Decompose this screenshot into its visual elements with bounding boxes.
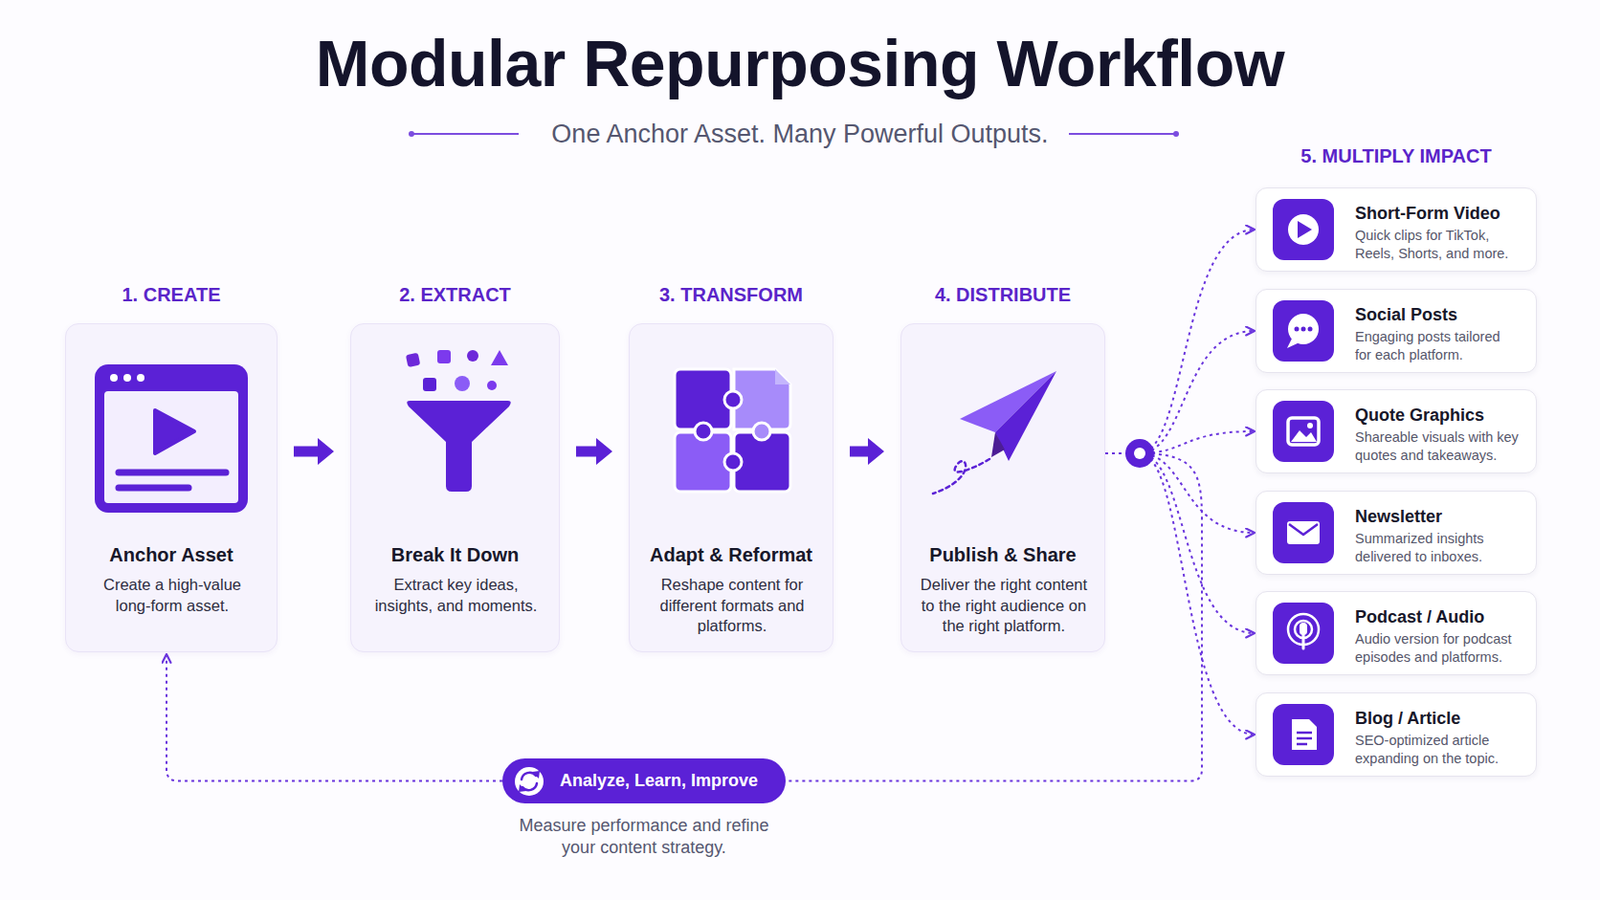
card-title: Blog / Article: [1355, 708, 1461, 730]
output-card: Social PostsEngaging posts tailored for …: [1255, 288, 1537, 374]
box-description: Extract key ideas, insights, and moments…: [367, 575, 546, 617]
hub-center: [1133, 447, 1146, 460]
output-card: Podcast / AudioAudio version for podcast…: [1255, 591, 1537, 676]
step-heading: 3. TRANSFORM: [591, 282, 871, 308]
box-description: Create a high-value long-form asset.: [90, 575, 254, 617]
card-title: Short-Form Video: [1355, 202, 1501, 224]
card-title: Social Posts: [1355, 304, 1458, 326]
step-heading: 2. EXTRACT: [312, 282, 598, 308]
section-heading: 5. MULTIPLY IMPACT: [1252, 143, 1540, 169]
dashed-connector: [1105, 331, 1255, 454]
output-card: Quote GraphicsShareable visuals with key…: [1255, 389, 1537, 474]
feedback-pill: Analyze, Learn, ImproveMeasure performan…: [502, 758, 786, 804]
card-title: Podcast / Audio: [1355, 606, 1485, 628]
flow-arrow: [849, 438, 885, 466]
split-hub: [1125, 439, 1155, 468]
dashed-connector: [1105, 229, 1255, 454]
process-box: 2. EXTRACTBreak It DownExtract key ideas…: [350, 323, 560, 653]
output-card: Short-Form VideoQuick clips for TikTok, …: [1255, 187, 1537, 272]
output-card: NewsletterSummarized insights delivered …: [1255, 490, 1537, 576]
subtitle-rule: [1068, 133, 1177, 135]
dashed-connector: [1105, 453, 1255, 534]
process-box: 3. TRANSFORMAdapt & ReformatReshape cont…: [628, 323, 834, 653]
box-title: Adapt & Reformat: [629, 543, 833, 567]
subtitle: One Anchor Asset. Many Powerful Outputs.: [512, 118, 1088, 150]
rule-dot: [1173, 131, 1179, 137]
card-description: Summarized insights delivered to inboxes…: [1355, 530, 1516, 567]
card-description: SEO-optimized article expanding on the t…: [1355, 732, 1524, 769]
card-description: Shareable visuals with key quotes and ta…: [1355, 428, 1524, 466]
box-title: Anchor Asset: [66, 543, 277, 567]
card-description: Audio version for podcast episodes and p…: [1355, 630, 1524, 667]
process-box: 4. DISTRIBUTEPublish & ShareDeliver the …: [900, 323, 1106, 653]
dashed-connector: [1105, 453, 1255, 735]
pill-note: Measure performance and refine your cont…: [510, 815, 778, 860]
box-title: Publish & Share: [901, 543, 1105, 567]
step-heading: 4. DISTRIBUTE: [863, 282, 1143, 308]
card-description: Engaging posts tailored for each platfor…: [1355, 328, 1516, 365]
subtitle-rule: [411, 133, 519, 135]
process-box: 1. CREATEAnchor AssetCreate a high-value…: [65, 323, 278, 653]
output-card: Blog / ArticleSEO-optimized article expa…: [1255, 692, 1537, 778]
rule-dot: [408, 131, 415, 137]
card-title: Newsletter: [1355, 506, 1443, 528]
flow-arrow: [293, 438, 334, 466]
box-description: Deliver the right content to the right a…: [912, 575, 1095, 638]
diagram-title: Modular Repurposing Workflow: [0, 24, 1600, 102]
box-description: Reshape content for different formats an…: [643, 575, 822, 638]
flow-arrow: [576, 438, 613, 466]
pill-label: Analyze, Learn, Improve: [559, 758, 758, 804]
dashed-connector: [166, 654, 503, 782]
step-heading: 1. CREATE: [27, 282, 315, 308]
box-title: Break It Down: [351, 543, 559, 567]
card-title: Quote Graphics: [1355, 404, 1485, 426]
dashed-connector: [1105, 431, 1255, 454]
card-description: Quick clips for TikTok, Reels, Shorts, a…: [1355, 226, 1526, 264]
dashed-connector: [1105, 453, 1255, 634]
